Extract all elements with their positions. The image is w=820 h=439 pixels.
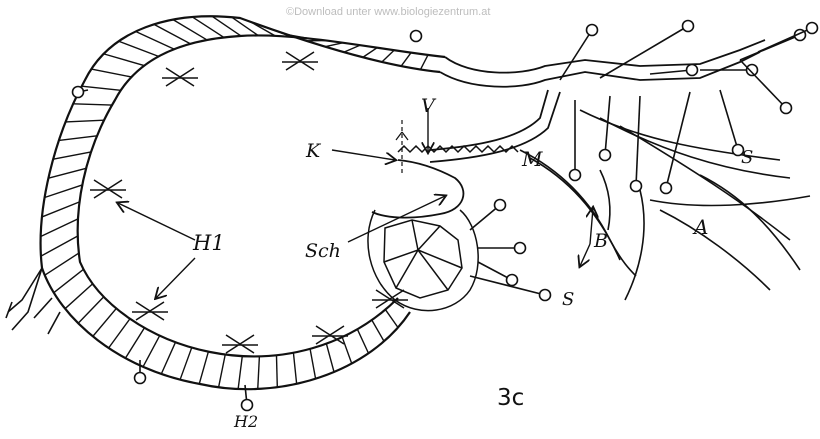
gland-head-icon [631, 181, 642, 192]
wall-cell [180, 348, 192, 380]
label-sch: Sch [305, 242, 341, 261]
wall-cell [59, 136, 97, 141]
wall-cell [66, 120, 104, 122]
label-h1: H1 [193, 233, 225, 254]
wall-cell [293, 353, 296, 384]
gland-icon [282, 52, 318, 70]
gland-stalk [740, 60, 786, 108]
gland-stalk [666, 92, 690, 188]
wall-cell [161, 342, 175, 374]
wall-cell-divisions [41, 16, 428, 389]
label-s-upper: S [741, 149, 753, 167]
label-a: A [694, 217, 708, 237]
wall-cell [199, 352, 208, 384]
label-v: V [421, 97, 435, 116]
label-h2: H2 [234, 414, 258, 430]
wall-cell [326, 344, 334, 372]
wall-cell [363, 48, 377, 58]
label-s-lower: S [562, 291, 574, 309]
gland-icon [132, 302, 168, 320]
wall-cell [65, 284, 93, 309]
wall-cell [48, 168, 86, 178]
arrow-h1-down [156, 258, 195, 298]
wall-cell [310, 349, 315, 379]
arrow-b-up [590, 208, 593, 244]
wall-cell [104, 54, 144, 66]
wall-cell [109, 319, 130, 348]
gland-stalk [600, 26, 688, 78]
arrow-h1-up [118, 203, 195, 240]
gland-head-icon [540, 290, 551, 301]
gland-head-icon [661, 183, 672, 194]
wall-cell [401, 53, 411, 66]
arrow-sch [348, 196, 445, 242]
wall-cell [258, 356, 260, 389]
wall-cell [238, 356, 242, 389]
basal-cell-flap [6, 268, 60, 334]
gland-head-icon [587, 25, 598, 36]
gland-head-icon [242, 400, 253, 411]
wall-cell [73, 104, 112, 105]
gland-head-icon [135, 373, 146, 384]
gland-head-icon [570, 170, 581, 181]
gland-head-icon [747, 65, 758, 76]
wall-cell [385, 310, 398, 328]
gland-stalk [636, 96, 640, 186]
gland-head-icon [683, 21, 694, 32]
wall-cell [42, 202, 80, 217]
wall-cell [276, 355, 277, 387]
quadrifid-glands [90, 52, 408, 353]
gland-stalk [650, 70, 692, 74]
gland-icon [162, 68, 198, 86]
gland-stalk [720, 90, 738, 150]
gland-head-icon [507, 275, 518, 286]
gland-head-icon [600, 150, 611, 161]
gland-icon [222, 335, 258, 353]
wall-cell [45, 185, 83, 198]
wall-cell [372, 320, 384, 341]
figure-number: 3c [497, 387, 524, 410]
wall-cell [344, 45, 360, 52]
gland-head-icon [807, 23, 818, 34]
wall-cell [45, 253, 79, 275]
wall-cell [382, 50, 394, 62]
wall-cell [125, 328, 144, 358]
wall-cell [78, 297, 104, 323]
wall-cell [53, 152, 91, 159]
arrow-b-down [580, 244, 590, 266]
gland-head-icon [687, 65, 698, 76]
wall-cell [219, 355, 226, 388]
label-m: M [522, 149, 542, 169]
wall-cell [421, 55, 428, 70]
gland-head-icon [515, 243, 526, 254]
pointer-arrows [118, 108, 593, 298]
wall-cell [41, 219, 78, 237]
wall-cell [143, 336, 160, 367]
wall-cell [91, 69, 131, 77]
gland-stalk [605, 96, 610, 155]
wall-cell [342, 337, 352, 363]
wall-cell [357, 329, 368, 353]
gland-icon [90, 180, 126, 198]
label-k: K [306, 142, 320, 161]
arrow-k [332, 150, 395, 160]
gland-head-icon [411, 31, 422, 42]
wall-cell [119, 41, 159, 56]
gland-head-icon [73, 87, 84, 98]
inner-wall [78, 35, 445, 356]
wall-cell [136, 31, 174, 49]
wall-cell [325, 43, 343, 47]
gland-head-icon [781, 103, 792, 114]
gland-stalk [758, 28, 812, 52]
antennae [520, 110, 810, 300]
wall-cell [93, 308, 117, 336]
watermark-text: ©Download unter www.biologiezentrum.at [286, 6, 490, 18]
wall-cell [54, 269, 84, 292]
wall-cell [41, 236, 78, 256]
label-b: B [594, 232, 608, 251]
gland-head-icon [495, 200, 506, 211]
